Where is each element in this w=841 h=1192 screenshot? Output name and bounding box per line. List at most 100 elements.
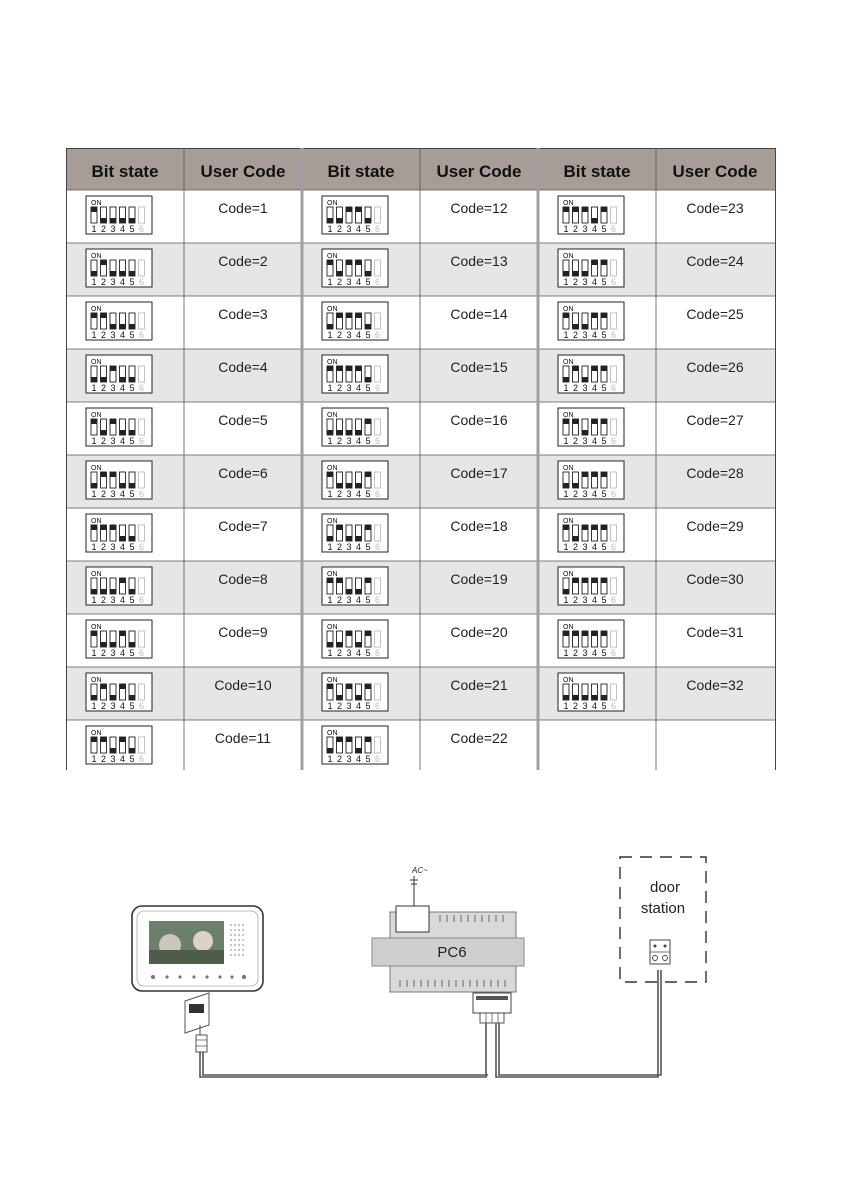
dip-number: 4 xyxy=(592,701,597,711)
dip-lever-on xyxy=(119,684,126,689)
dip-number: 3 xyxy=(346,701,351,711)
dip-lever-off xyxy=(563,483,569,488)
speaker-grill xyxy=(230,924,244,956)
dip-lever-on xyxy=(355,366,362,371)
dip-number: 5 xyxy=(601,383,606,393)
dip-lever-on xyxy=(572,631,579,636)
dip-slot xyxy=(610,259,617,277)
dip-lever-off xyxy=(355,748,362,753)
dip-number: 3 xyxy=(582,277,587,287)
dip-on-label: ON xyxy=(91,412,102,419)
header-user-code: User Code xyxy=(200,162,285,181)
dip-lever-on xyxy=(346,684,352,689)
dip-number: 2 xyxy=(101,754,106,764)
dip-lever-on xyxy=(572,207,579,212)
dip-lever-off xyxy=(327,748,333,753)
door-label-line2: station xyxy=(641,900,685,917)
monitor-buttons xyxy=(151,974,247,980)
dip-number: 2 xyxy=(337,648,342,658)
dip-lever-off xyxy=(100,430,107,435)
dip-lever-on xyxy=(336,737,343,742)
dip-slot xyxy=(138,365,145,383)
dip-lever-off xyxy=(91,695,97,700)
user-code-value: Code=1 xyxy=(218,200,268,216)
dip-number: 1 xyxy=(91,701,96,711)
dip-number: 6 xyxy=(611,330,616,340)
group-divider xyxy=(300,148,304,770)
dip-number: 1 xyxy=(563,648,568,658)
dip-number: 6 xyxy=(375,542,380,552)
dip-lever-on xyxy=(572,578,579,583)
dip-lever-on xyxy=(100,472,107,477)
dip-number: 3 xyxy=(582,489,587,499)
dip-lever-off xyxy=(100,589,107,594)
dip-number: 4 xyxy=(356,648,361,658)
dip-lever-on xyxy=(563,419,569,424)
dip-lever-on xyxy=(591,525,598,530)
dip-number: 3 xyxy=(582,383,587,393)
dip-number: 3 xyxy=(346,489,351,499)
dip-number: 5 xyxy=(129,595,134,605)
dip-number: 2 xyxy=(573,224,578,234)
dip-slot xyxy=(374,524,381,542)
dip-on-label: ON xyxy=(91,253,102,260)
dip-lever-on xyxy=(327,472,333,477)
dip-on-label: ON xyxy=(563,306,574,313)
dip-lever-on xyxy=(355,313,362,318)
dip-number: 5 xyxy=(129,277,134,287)
dip-lever-off xyxy=(591,218,598,223)
dip-on-label: ON xyxy=(91,359,102,366)
table-row xyxy=(66,349,776,402)
dip-number: 4 xyxy=(592,277,597,287)
dip-lever-off xyxy=(365,271,371,276)
dip-on-label: ON xyxy=(563,253,574,260)
dip-number: 1 xyxy=(563,542,568,552)
dip-slot xyxy=(610,418,617,436)
user-code-value: Code=30 xyxy=(686,571,743,587)
dip-lever-off xyxy=(129,377,135,382)
dip-lever-on xyxy=(563,631,569,636)
dip-number: 6 xyxy=(139,701,144,711)
dip-on-label: ON xyxy=(563,518,574,525)
table-row xyxy=(66,667,776,720)
pc6-power-supply: AC~ PC6 xyxy=(371,866,525,1024)
dip-number: 2 xyxy=(101,383,106,393)
dip-number: 3 xyxy=(110,277,115,287)
dip-number: 2 xyxy=(573,383,578,393)
dip-lever-off xyxy=(129,536,135,541)
dip-lever-off xyxy=(91,483,97,488)
dip-number: 1 xyxy=(563,595,568,605)
user-code-value: Code=8 xyxy=(218,571,268,587)
user-code-value: Code=25 xyxy=(686,306,743,322)
dip-number: 3 xyxy=(110,330,115,340)
dip-lever-on xyxy=(591,578,598,583)
dip-number: 4 xyxy=(120,436,125,446)
user-code-value: Code=9 xyxy=(218,624,268,640)
dip-number: 6 xyxy=(139,330,144,340)
dip-number: 4 xyxy=(356,701,361,711)
user-code-value: Code=24 xyxy=(686,253,743,269)
dip-lever-on xyxy=(365,525,371,530)
dip-on-label: ON xyxy=(327,730,338,737)
table-row xyxy=(66,243,776,296)
wiring-diagram: AC~ PC6 door station xyxy=(131,856,707,1078)
dip-on-label: ON xyxy=(563,465,574,472)
dip-lever-off xyxy=(119,483,126,488)
dip-lever-off xyxy=(110,695,116,700)
dip-lever-on xyxy=(110,525,116,530)
dip-lever-off xyxy=(572,695,579,700)
dip-lever-off xyxy=(336,271,343,276)
dip-number: 5 xyxy=(601,277,606,287)
dip-on-label: ON xyxy=(91,518,102,525)
dip-slot xyxy=(138,259,145,277)
dip-on-label: ON xyxy=(91,730,102,737)
dip-lever-on xyxy=(327,366,333,371)
dip-number: 6 xyxy=(611,383,616,393)
dip-number: 4 xyxy=(120,330,125,340)
dip-lever-off xyxy=(119,218,126,223)
dip-lever-on xyxy=(582,631,588,636)
